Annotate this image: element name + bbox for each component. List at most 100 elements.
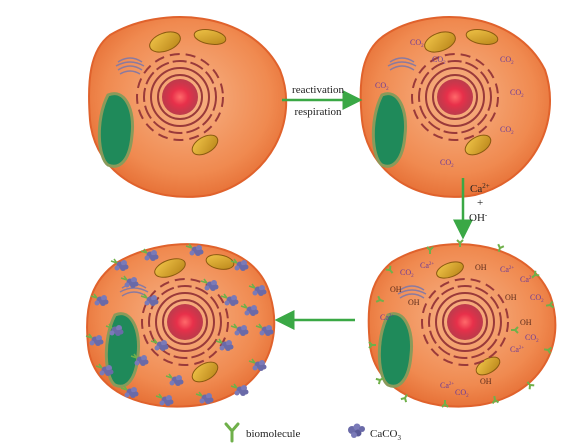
svg-text:CO2: CO2 [455, 388, 469, 399]
golgi [397, 285, 427, 299]
caco3-cluster [150, 338, 169, 351]
nucleus [437, 79, 473, 115]
caco3-cluster [195, 391, 214, 404]
legend: biomolecule CaCO3 [224, 422, 402, 443]
svg-text:OH-: OH- [469, 211, 488, 224]
co2-labels: CO2 CO2 CO2 CO2 CO2 CO2 CO2 [375, 38, 524, 169]
svg-text:CO2: CO2 [500, 55, 514, 66]
biomolecule-icon [375, 295, 385, 303]
biomolecule-icon [526, 381, 535, 390]
caco3-cluster [120, 385, 139, 398]
mitochondrion [149, 29, 227, 156]
svg-text:Ca2+: Ca2+ [510, 345, 524, 354]
svg-text:CO2: CO2 [530, 293, 544, 304]
nucleus [162, 79, 198, 115]
biomolecule-icon [368, 341, 376, 349]
caco3-cluster [215, 338, 234, 351]
nucleus [447, 304, 483, 340]
caco3-clusters [85, 243, 274, 406]
caco3-cluster [140, 293, 159, 306]
caco3-cluster [240, 303, 259, 316]
biomolecule-icon [545, 300, 555, 309]
biomolecule-icon [456, 239, 464, 247]
caco3-cluster [90, 293, 109, 306]
endoplasmic-reticulum [136, 53, 224, 141]
svg-text:CO2: CO2 [375, 81, 389, 92]
svg-text:CO2: CO2 [525, 333, 539, 344]
arrow-step2: Ca2+ + OH- [453, 178, 490, 240]
golgi [387, 57, 417, 71]
caco3-cluster [230, 258, 249, 271]
svg-text:CO2: CO2 [410, 38, 424, 49]
chloroplast [377, 312, 414, 388]
mitochondrion [424, 29, 499, 156]
svg-text:OH: OH [520, 318, 532, 327]
cell-respiring: CO2 CO2 CO2 CO2 CO2 CO2 CO2 [359, 16, 551, 198]
legend-biomolecule-icon [224, 422, 240, 443]
co2-labels: CO2 CO2 CO2 CO2 [400, 268, 544, 399]
chloroplast [104, 312, 141, 388]
caco3-cluster [140, 248, 159, 261]
caco3-cluster [85, 333, 104, 346]
svg-text:CO2: CO2 [432, 55, 446, 66]
svg-text:CO2: CO2 [510, 88, 524, 99]
ca-labels: Ca2+ Ca2+ Ca2+ Ca2+ Ca2+ Ca2+ [380, 261, 534, 390]
caco3-cluster [185, 243, 204, 256]
endoplasmic-reticulum [141, 278, 229, 366]
caco3-cluster [130, 353, 149, 366]
oh-labels: OH OH OH OH OH OH [390, 263, 532, 386]
svg-text:respiration: respiration [294, 106, 342, 118]
caco3-cluster [248, 358, 267, 371]
caco3-cluster [230, 383, 249, 396]
svg-text:+: + [477, 197, 483, 209]
caco3-cluster [255, 323, 274, 336]
biomolecules [368, 239, 555, 408]
caco3-cluster [230, 323, 249, 336]
biomolecule-icon [531, 270, 540, 279]
biomolecule-icon [511, 326, 519, 334]
svg-text:reactivation: reactivation [292, 84, 344, 96]
biomolecule-icon [491, 395, 500, 405]
svg-text:Ca2+: Ca2+ [470, 182, 490, 195]
nucleus [167, 304, 203, 340]
legend-caco3-icon [348, 423, 365, 438]
svg-text:Ca2+: Ca2+ [520, 275, 534, 284]
caco3-cluster [120, 275, 139, 288]
golgi [115, 57, 145, 75]
svg-text:CO2: CO2 [500, 125, 514, 136]
endoplasmic-reticulum [421, 278, 509, 366]
caco3-cluster [165, 373, 184, 386]
mitochondrion [154, 254, 235, 383]
svg-text:CO2: CO2 [440, 158, 454, 169]
caco3-cluster [248, 283, 267, 296]
svg-text:OH: OH [505, 293, 517, 302]
legend-biomolecule-label: biomolecule [246, 428, 300, 440]
caco3-cluster [220, 293, 239, 306]
svg-text:Ca2+: Ca2+ [380, 313, 394, 322]
biomolecule-icon [426, 246, 434, 254]
svg-text:Ca2+: Ca2+ [440, 381, 454, 390]
biomolecule-icon [441, 400, 449, 408]
legend-caco3-label: CaCO3 [370, 428, 402, 442]
endoplasmic-reticulum [411, 53, 499, 141]
biomolecule-icon [385, 265, 394, 274]
caco3-cluster [105, 323, 124, 336]
biomolecule-icon [497, 243, 505, 253]
svg-text:Ca2+: Ca2+ [500, 265, 514, 274]
caco3-cluster [110, 258, 129, 271]
cell-initial [88, 16, 288, 198]
svg-text:OH: OH [475, 263, 487, 272]
biomolecule-icon [543, 346, 553, 355]
svg-text:CO2: CO2 [400, 268, 414, 279]
caco3-cluster [95, 363, 114, 376]
chloroplast [371, 92, 408, 168]
arrow-step1: reactivation respiration [282, 84, 363, 118]
caco3-cluster [155, 393, 174, 406]
biomolecule-icon [400, 394, 408, 403]
cell-mineralized [85, 243, 276, 408]
svg-text:OH: OH [408, 298, 420, 307]
svg-text:OH: OH [480, 377, 492, 386]
biomolecule-icon [375, 377, 384, 385]
svg-text:Ca2+: Ca2+ [420, 261, 434, 270]
